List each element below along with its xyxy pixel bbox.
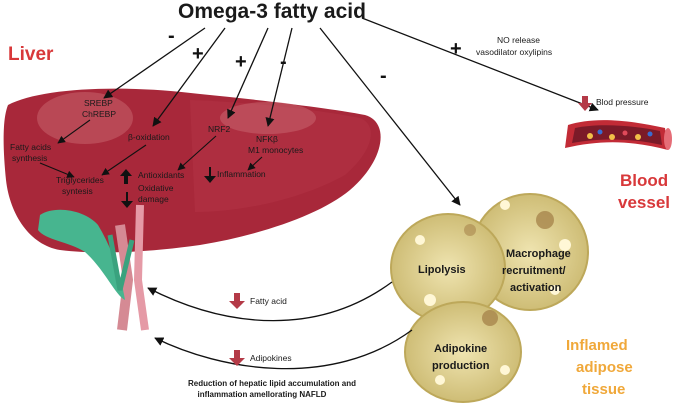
sign-nrf2: + (235, 51, 247, 73)
arrow-to-srebp (103, 27, 206, 99)
arrow-fa-to-tg (39, 162, 75, 178)
blood-pressure-down-arrow-icon (578, 96, 592, 111)
label-reduction-line2: inflammation amellorating NAFLD (198, 390, 327, 399)
up-arrow-icon (120, 169, 132, 184)
portal-vein (115, 224, 134, 331)
arrow-to-boxidation (152, 27, 226, 127)
label-activation: activation (510, 282, 562, 294)
label-chrebp: ChREBP (82, 109, 116, 119)
liver-label: Liver (8, 44, 54, 65)
arrow-fatty-acid-flow (147, 281, 393, 322)
label-triglycerides: Triglycerides (56, 175, 104, 185)
hepatic-artery (133, 204, 149, 331)
adipose-tissue (390, 193, 589, 403)
label-inflamed: Inflamed (566, 337, 628, 354)
sign-nfkb: - (280, 51, 287, 73)
label-damage: damage (138, 194, 169, 204)
label-vasodilator: vasodilator oxylipins (476, 47, 552, 57)
liver-internal-arrows (39, 119, 263, 178)
down-arrow-icon (121, 192, 133, 208)
sign-srebp: - (168, 25, 175, 47)
blood-vessel (565, 120, 672, 150)
adipokines-down-arrow-icon (229, 350, 245, 366)
bile-duct (107, 234, 135, 291)
label-nfkb: NFKβ (256, 134, 278, 144)
adipocyte (404, 301, 522, 403)
liver-highlight (220, 102, 316, 134)
label-fatty-acid: Fatty acid (250, 296, 287, 306)
sign-adipose: - (380, 65, 387, 87)
arrow-to-vessel (361, 17, 599, 112)
fatty-acid-down-arrow-icon (229, 293, 245, 309)
label-synthesis: synthesis (12, 153, 47, 163)
label-recruitment: recruitment/ (502, 265, 566, 277)
regulation-arrows (103, 17, 599, 206)
arrow-to-nrf2 (227, 27, 269, 119)
label-macrophage: Macrophage (506, 248, 571, 260)
arrow-to-nfkb (265, 27, 293, 127)
label-inflammation: Inflammation (217, 169, 266, 179)
liver-organ (3, 88, 381, 331)
arrow-adipokines-flow (154, 329, 413, 370)
label-adipose: adipose (576, 359, 633, 376)
sign-vessel: + (450, 38, 462, 60)
gallbladder (38, 209, 125, 300)
label-adipokines: Adipokines (250, 353, 292, 363)
label-blood: Blood (620, 171, 668, 190)
label-reduction-line1: Reduction of hepatic lipid accumulation … (188, 379, 356, 388)
liver-pathway-labels: SREBP ChREBP β-oxidation NRF2 NFKβ M1 mo… (10, 98, 303, 204)
label-fatty-acids: Fatty acids (10, 142, 51, 152)
sign-boxidation: + (192, 43, 204, 65)
label-oxidative: Oxidative (138, 183, 174, 193)
inflammation-down-arrow-icon (204, 167, 216, 183)
label-no-release: NO release (497, 35, 540, 45)
label-lipolysis: Lipolysis (418, 264, 466, 276)
label-tissue: tissue (582, 381, 625, 398)
label-production: production (432, 360, 490, 372)
arrow-to-adipose (319, 27, 461, 206)
label-antioxidants: Antioxidants (138, 170, 184, 180)
arrow-nfkb-to-inflammation (247, 156, 263, 171)
liver-highlight (37, 92, 133, 144)
label-nrf2: NRF2 (208, 124, 230, 134)
label-m1-monocytes: M1 monocytes (248, 145, 303, 155)
label-vessel: vessel (618, 193, 670, 212)
label-srebp: SREBP (84, 98, 113, 108)
arrow-nrf2-to-antiox (177, 135, 217, 171)
label-syntesis: syntesis (62, 186, 93, 196)
label-boxidation: β-oxidation (128, 132, 170, 142)
arrow-srebp-to-fa (57, 119, 91, 144)
arrow-box-to-tg (101, 144, 147, 176)
label-adipokine: Adipokine (434, 343, 487, 355)
title: Omega-3 fatty acid (178, 0, 366, 23)
antioxidant-arrows (120, 167, 216, 208)
label-blood-pressure: Blod pressure (596, 97, 649, 107)
